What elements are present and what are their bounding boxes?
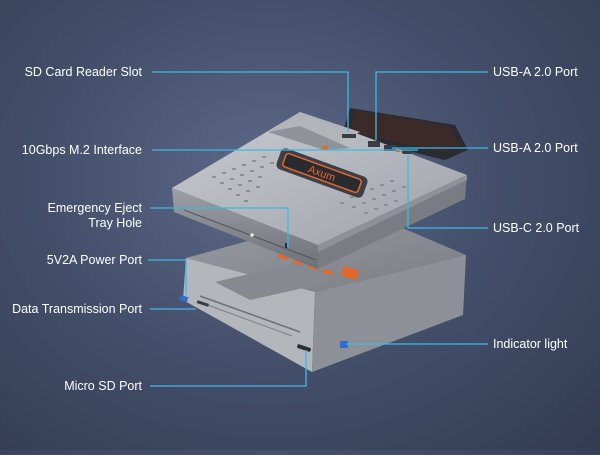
label-sd-card-reader-slot: SD Card Reader Slot bbox=[24, 65, 142, 79]
indicator-light-icon bbox=[340, 341, 348, 348]
callout-lines bbox=[148, 71, 488, 387]
callout-line-sd bbox=[152, 71, 349, 132]
brand-badge: Axum bbox=[276, 148, 368, 198]
label-data-port: Data Transmission Port bbox=[12, 302, 142, 316]
label-emergency-eject-line1: Emergency Eject bbox=[47, 201, 142, 215]
callout-line-microsd bbox=[150, 350, 307, 387]
label-m2-interface: 10Gbps M.2 Interface bbox=[21, 143, 142, 157]
label-micro-sd-port: Micro SD Port bbox=[64, 379, 142, 393]
usb-c-port-icon bbox=[402, 150, 412, 154]
callout-line-usba1 bbox=[375, 71, 488, 140]
label-power-port: 5V2A Power Port bbox=[46, 253, 142, 267]
callout-line-usbc bbox=[407, 155, 488, 229]
usb-a-port-2-icon bbox=[384, 145, 396, 151]
m2-card bbox=[342, 108, 468, 160]
data-port-icon bbox=[179, 294, 189, 303]
label-indicator-light: Indicator light bbox=[493, 337, 568, 351]
label-usb-a-port-2: USB-A 2.0 Port bbox=[493, 141, 578, 155]
micro-sd-slot-icon bbox=[296, 344, 312, 352]
label-emergency-eject: Emergency Eject Tray Hole bbox=[48, 201, 142, 231]
usb-a-port-1-icon bbox=[368, 141, 380, 147]
label-emergency-eject-line2: Tray Hole bbox=[88, 216, 142, 230]
callout-line-eject bbox=[150, 207, 289, 247]
label-usb-c-port: USB-C 2.0 Port bbox=[493, 221, 580, 235]
sd-card-slot-icon bbox=[342, 134, 356, 138]
callout-line-power bbox=[148, 259, 187, 295]
label-usb-a-port-1: USB-A 2.0 Port bbox=[493, 65, 578, 79]
